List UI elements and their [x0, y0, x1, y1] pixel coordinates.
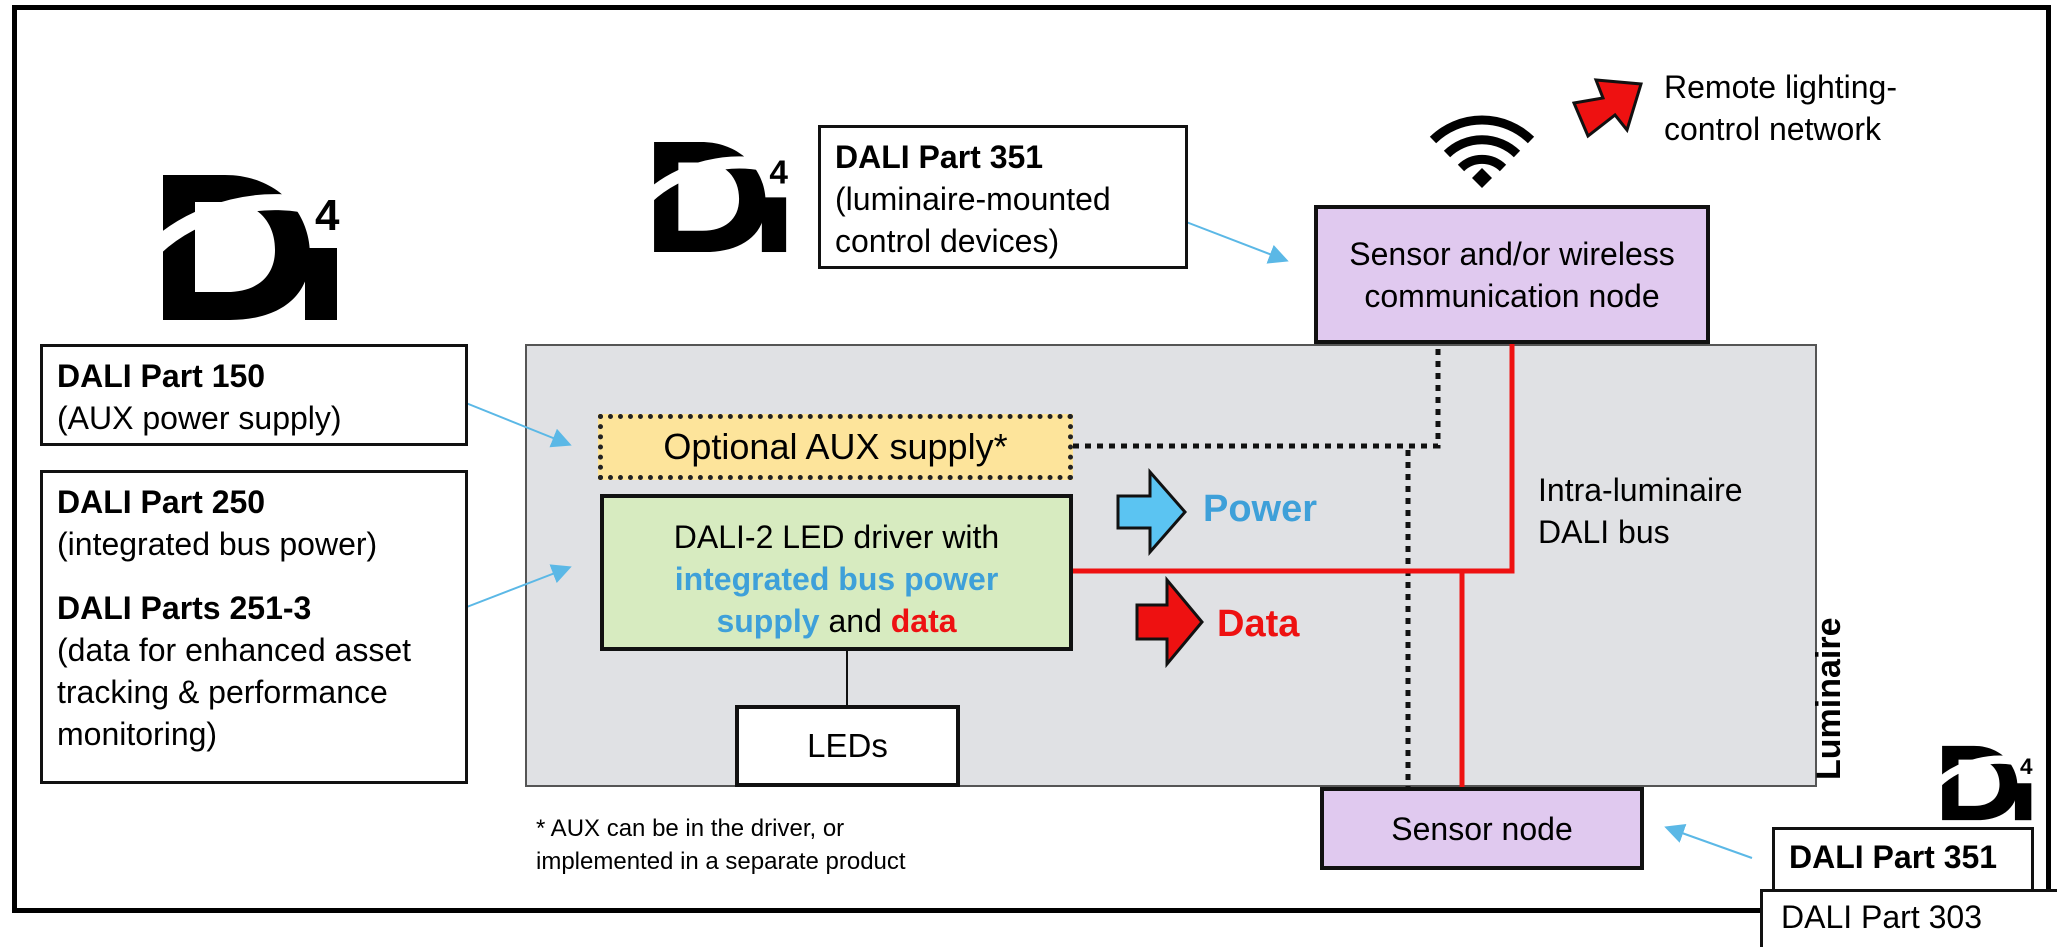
part251-desc-c: monitoring): [57, 716, 218, 752]
part351-top-desc2: control devices): [835, 223, 1060, 259]
bus-label: Intra-luminaire DALI bus: [1538, 469, 1743, 553]
footnote: * AUX can be in the driver, or implement…: [536, 812, 906, 878]
svg-text:4: 4: [769, 155, 788, 192]
part251-desc-b: tracking & performance: [57, 674, 388, 710]
callout-arrow-351-bottom: [1664, 823, 1753, 859]
part303-title: DALI Part 303: [1781, 899, 1982, 935]
diagram-frame: [12, 5, 2051, 913]
svg-text:4: 4: [2020, 754, 2033, 779]
driver-line1: DALI-2 LED driver with: [673, 519, 1000, 555]
optional-aux-supply: Optional AUX supply*: [598, 414, 1073, 480]
footnote-line2: implemented in a separate product: [536, 848, 906, 875]
wireless-node-line1: Sensor and/or wireless: [1349, 235, 1675, 272]
d4i-logo-top: 4: [648, 141, 788, 253]
dali-part-250-box: DALI Part 250 (integrated bus power) DAL…: [40, 470, 468, 784]
sensor-node-label: Sensor node: [1391, 810, 1573, 847]
d4i-logo-large: 4: [155, 175, 340, 320]
sensor-node: Sensor node: [1320, 787, 1644, 870]
part351-top-desc1: (luminaire-mounted: [835, 181, 1111, 217]
aux-supply-label: Optional AUX supply*: [663, 426, 1008, 467]
driver-power-text: integrated bus power: [674, 561, 999, 597]
part351-top-title: DALI Part 351: [835, 139, 1044, 175]
power-arrow-icon: [1116, 468, 1187, 556]
part250-title: DALI Part 250: [57, 484, 266, 520]
part150-title: DALI Part 150: [57, 358, 266, 394]
aux-dotted-line: [1073, 344, 1441, 449]
part150-desc: (AUX power supply): [57, 400, 342, 436]
d4i-logo-small: 4: [1938, 745, 2033, 821]
led-driver: DALI-2 LED driver with integrated bus po…: [600, 494, 1073, 651]
leds-label: LEDs: [807, 727, 888, 764]
bus-label-line2: DALI bus: [1538, 514, 1670, 550]
driver-supply-text: supply: [716, 603, 820, 639]
remote-line2: control network: [1664, 111, 1881, 147]
svg-text:4: 4: [315, 191, 340, 240]
remote-line1: Remote lighting-: [1664, 69, 1897, 105]
wireless-node-line2: communication node: [1364, 277, 1660, 314]
luminaire-label: Luminaire: [1810, 617, 1848, 780]
wifi-icon: [1429, 115, 1535, 172]
bus-label-line1: Intra-luminaire: [1538, 472, 1743, 508]
dali-part-150-box: DALI Part 150 (AUX power supply): [40, 344, 468, 446]
remote-network-label: Remote lighting- control network: [1664, 66, 1897, 150]
part251-title: DALI Parts 251-3: [57, 590, 312, 626]
dali-part-351-bottom-box: DALI Part 351: [1772, 827, 2034, 895]
part351-bottom-title: DALI Part 351: [1789, 839, 1998, 875]
dali-part-351-top-box: DALI Part 351 (luminaire-mounted control…: [818, 125, 1188, 269]
data-label: Data: [1217, 603, 1300, 645]
footnote-line1: * AUX can be in the driver, or: [536, 815, 845, 842]
part250-desc: (integrated bus power): [57, 526, 378, 562]
wireless-communication-node: Sensor and/or wireless communication nod…: [1314, 205, 1710, 344]
power-label: Power: [1203, 488, 1318, 530]
part251-desc-a: (data for enhanced asset: [57, 632, 412, 668]
data-arrow-icon: [1135, 575, 1204, 669]
remote-arrow-icon: [1571, 78, 1643, 139]
dali-bus-line: [1073, 344, 1515, 574]
driver-data-text: data: [890, 603, 957, 639]
leds-box: LEDs: [735, 705, 960, 787]
driver-and-text: and: [819, 603, 891, 639]
dali-part-303-box: DALI Part 303: [1760, 889, 2057, 947]
